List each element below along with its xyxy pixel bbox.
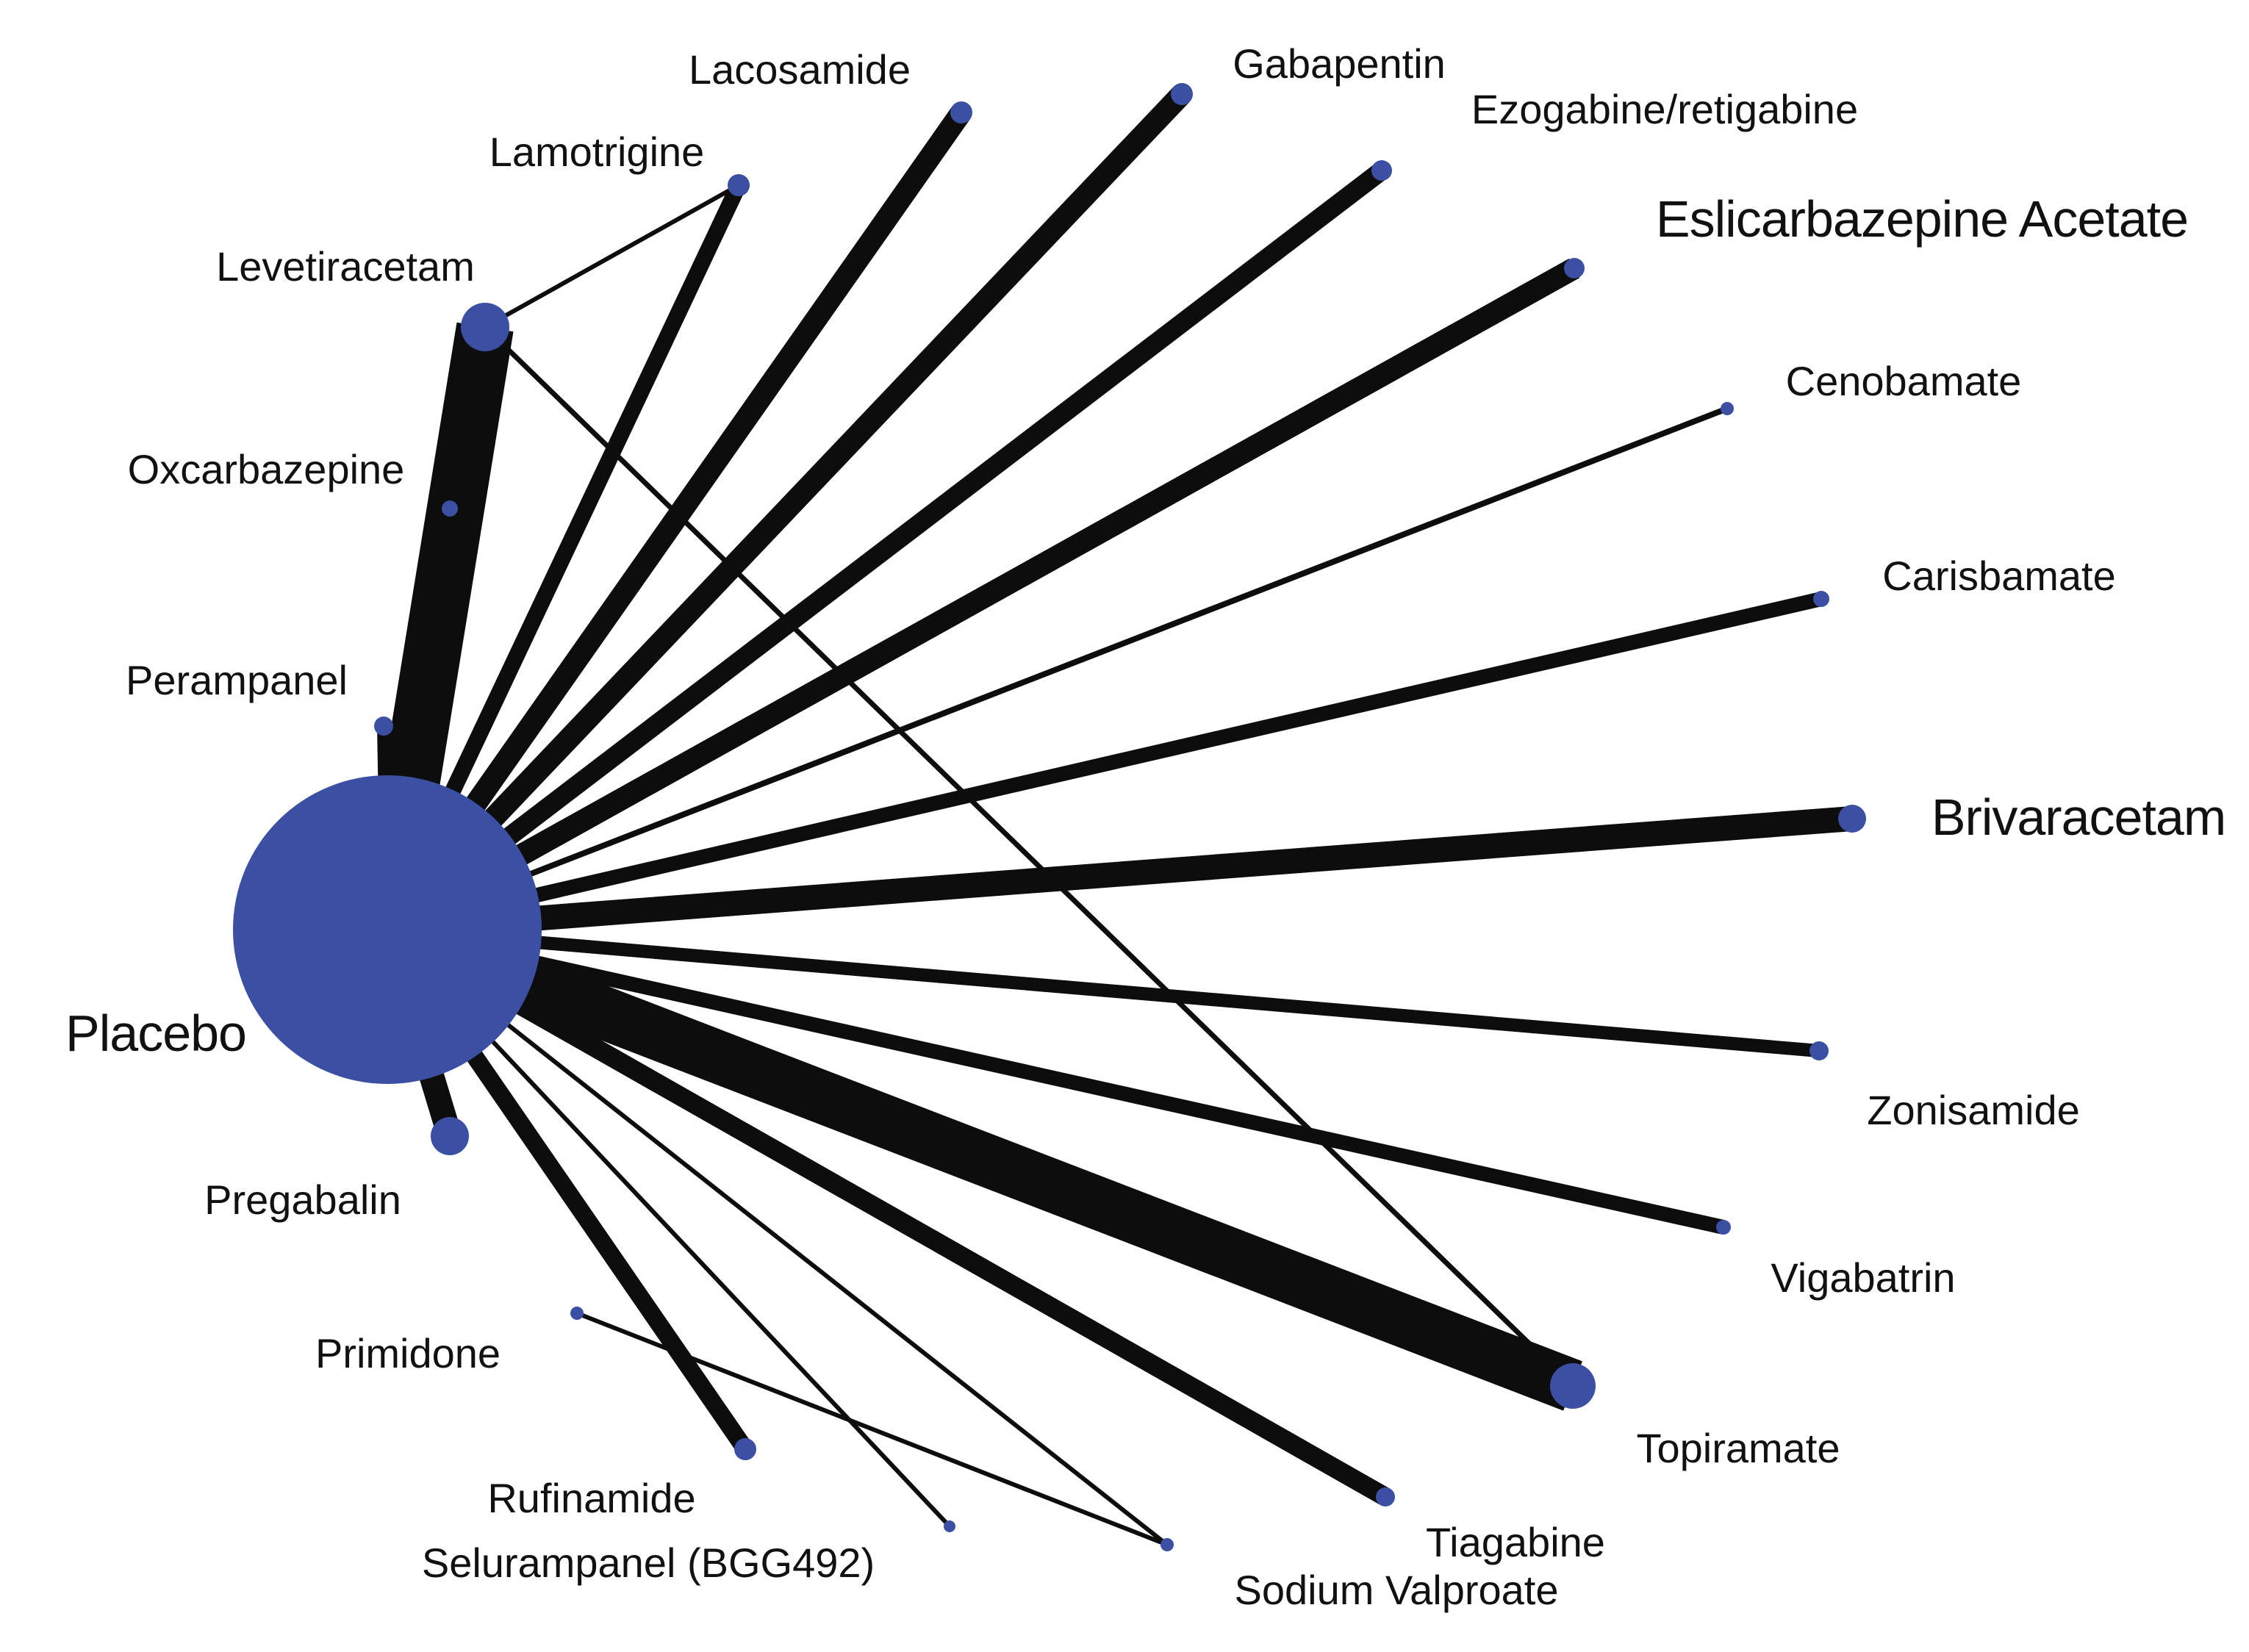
edge-levetiracetam-topiramate: [483, 325, 1575, 1388]
edge-placebo-brivaracetam: [386, 806, 1854, 942]
label-levetiracetam: Levetiracetam: [216, 243, 475, 290]
node-eslicarbazepine: [1564, 258, 1585, 279]
label-carisbamate: Carisbamate: [1882, 553, 2115, 599]
edge-placebo-eslicarbazepine: [381, 258, 1580, 940]
nodes-layer: [233, 83, 1866, 1551]
label-perampanel: Perampanel: [126, 657, 348, 703]
edge-placebo-ezogabine: [381, 162, 1388, 938]
node-perampanel: [374, 717, 393, 736]
label-placebo: Placebo: [65, 1005, 246, 1062]
label-gabapentin: Gabapentin: [1233, 40, 1446, 87]
node-carisbamate: [1813, 591, 1829, 607]
label-brivaracetam: Brivaracetam: [1931, 789, 2225, 846]
label-lamotrigine: Lamotrigine: [489, 129, 705, 175]
edge-placebo-lacosamide: [378, 106, 971, 936]
edge-lamotrigine-levetiracetam: [484, 183, 740, 329]
label-primidone: Primidone: [315, 1330, 501, 1376]
edge-placebo-topiramate: [378, 905, 1582, 1411]
node-cenobamate: [1721, 402, 1734, 415]
edge-placebo-zonisamide: [387, 923, 1820, 1057]
label-topiramate: Topiramate: [1636, 1425, 1840, 1471]
edge-placebo-cenobamate: [386, 406, 1729, 933]
label-sodium-valproate: Sodium Valproate: [1235, 1567, 1559, 1613]
node-lamotrigine: [728, 174, 750, 196]
node-sodium-valproate: [1161, 1538, 1174, 1551]
node-topiramate: [1550, 1363, 1596, 1409]
edge-placebo-carisbamate: [385, 592, 1823, 937]
node-zonisamide: [1809, 1041, 1829, 1060]
node-brivaracetam: [1838, 805, 1866, 833]
label-pregabalin: Pregabalin: [204, 1177, 401, 1223]
label-vigabatrin: Vigabatrin: [1771, 1254, 1955, 1301]
node-ezogabine: [1371, 160, 1392, 181]
node-rufinamide: [734, 1438, 756, 1460]
edge-placebo-sodium-valproate: [386, 927, 1169, 1547]
node-primidone: [570, 1307, 584, 1320]
label-eslicarbazepine: Eslicarbazepine Acetate: [1656, 190, 2188, 248]
node-pregabalin: [431, 1117, 469, 1155]
edge-primidone-sodium-valproate: [575, 1311, 1169, 1547]
node-oxcarbazepine: [442, 500, 458, 517]
label-lacosamide: Lacosamide: [689, 46, 911, 93]
node-selurampanel: [944, 1520, 955, 1532]
edge-placebo-gabapentin: [379, 86, 1190, 938]
edges-layer: [359, 86, 1854, 1547]
label-rufinamide: Rufinamide: [487, 1475, 695, 1521]
label-tiagabine: Tiagabine: [1426, 1519, 1605, 1565]
node-tiagabine: [1376, 1487, 1395, 1506]
node-levetiracetam: [461, 303, 509, 351]
edge-placebo-tiagabine: [382, 921, 1391, 1506]
label-selurampanel: Selurampanel (BGG492): [422, 1540, 875, 1586]
label-cenobamate: Cenobamate: [1786, 358, 2022, 404]
label-ezogabine: Ezogabine/retigabine: [1471, 86, 1858, 132]
node-placebo: [233, 775, 542, 1084]
labels-layer: Placebo Levetiracetam Lamotrigine Lacosamid…: [65, 40, 2226, 1613]
edge-placebo-vigabatrin: [385, 922, 1726, 1235]
node-lacosamide: [950, 101, 972, 123]
node-gabapentin: [1171, 83, 1193, 105]
node-vigabatrin: [1716, 1220, 1731, 1235]
label-zonisamide: Zonisamide: [1867, 1087, 2079, 1133]
label-oxcarbazepine: Oxcarbazepine: [128, 446, 405, 492]
